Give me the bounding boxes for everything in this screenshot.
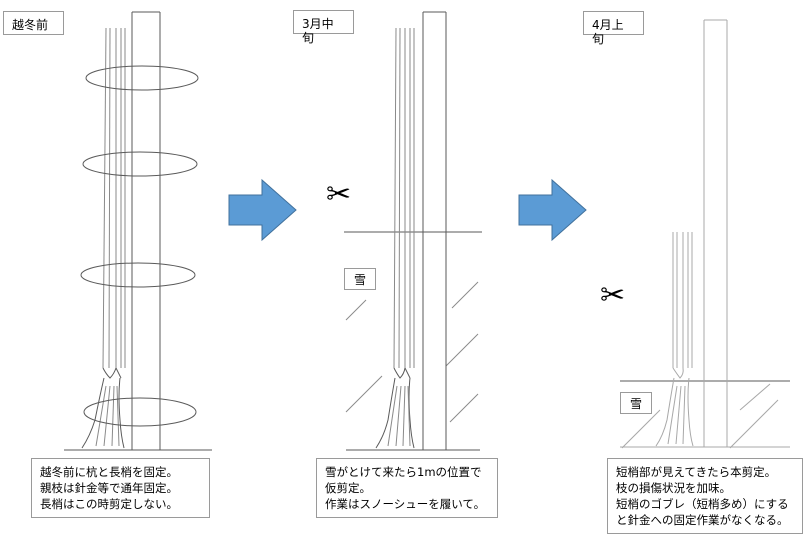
snow-hatching	[345, 281, 479, 423]
panel-2-sketch	[344, 11, 482, 451]
snow-label: 雪	[620, 392, 652, 414]
caption-line: 雪がとけて来たら1mの位置で	[325, 465, 482, 479]
panel-3-title: 4月上旬	[583, 11, 644, 46]
snow-hatching	[621, 383, 779, 449]
caption-line: 親枝は針金等で通年固定。	[40, 481, 178, 495]
stake	[422, 11, 447, 450]
panel-2-title: 3月中旬	[293, 10, 354, 45]
stake	[703, 19, 728, 447]
pruned-spurs	[672, 232, 693, 379]
vine-trunk	[375, 377, 415, 449]
caption-line: 短梢部が見えてきたら本剪定。	[616, 465, 777, 479]
panel-1-caption: 越冬前に杭と長梢を固定。 親枝は針金等で通年固定。 長梢はこの時剪定しない。	[31, 458, 210, 518]
panel-1-title: 越冬前	[3, 11, 64, 35]
right-arrow-icon	[518, 178, 587, 242]
panel-1-sketch	[64, 11, 212, 451]
caption-line: 越冬前に杭と長梢を固定。	[40, 465, 178, 479]
vine-canes	[393, 27, 415, 379]
caption-line: 作業はスノーシューを履いて。	[325, 497, 486, 511]
scissors-icon: ✂	[326, 177, 352, 212]
right-arrow-icon	[228, 178, 297, 242]
caption-line: と針金への固定作業がなくなる。	[616, 513, 789, 527]
panel-2-caption: 雪がとけて来たら1mの位置で 仮剪定。 作業はスノーシューを履いて。	[316, 458, 498, 518]
vine-trunk	[655, 377, 694, 447]
vine-canes	[102, 27, 126, 379]
vine-trunk	[81, 377, 125, 449]
snow-label: 雪	[344, 268, 376, 290]
panel-3-sketch	[620, 19, 790, 449]
panel-3-caption: 短梢部が見えてきたら本剪定。 枝の損傷状況を加味。 短梢のゴブレ（短梢多め）にす…	[607, 458, 803, 534]
caption-line: 短梢のゴブレ（短梢多め）にする	[616, 497, 789, 511]
scissors-icon: ✂	[600, 278, 626, 313]
stake	[131, 11, 161, 450]
caption-line: 仮剪定。	[325, 481, 371, 495]
caption-line: 長梢はこの時剪定しない。	[40, 497, 178, 511]
caption-line: 枝の損傷状況を加味。	[616, 481, 731, 495]
wire-ties	[80, 65, 199, 427]
